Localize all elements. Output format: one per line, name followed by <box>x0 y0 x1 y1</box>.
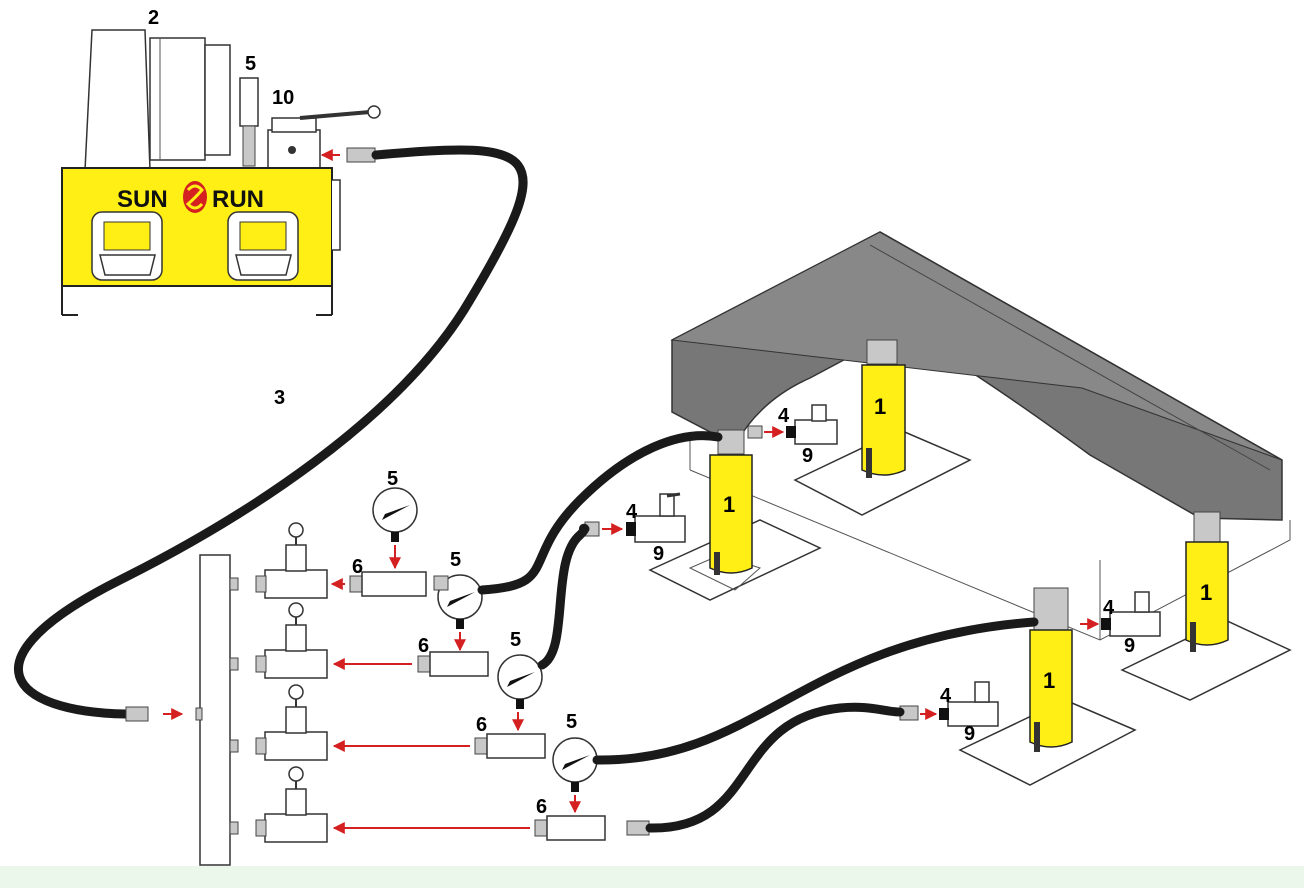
label-coupler-2: 6 <box>418 635 429 657</box>
label-coupler-3: 6 <box>476 714 487 736</box>
label-jack-coupler-2: 4 <box>778 405 790 427</box>
jack-valve-3[interactable] <box>1080 592 1160 636</box>
coupler-1[interactable] <box>332 572 426 596</box>
hose-to-jack-4 <box>627 707 900 835</box>
gauge-3 <box>553 738 597 812</box>
coupler-4[interactable] <box>334 816 605 840</box>
label-main-hose: 3 <box>274 387 285 409</box>
manifold-valve-4[interactable] <box>230 767 327 842</box>
gauge-2 <box>498 655 542 730</box>
coupler-3[interactable] <box>334 734 545 758</box>
gauge-1 <box>434 575 482 650</box>
pump-handle-right-icon[interactable] <box>228 212 298 280</box>
manifold-valve-3[interactable] <box>230 685 327 760</box>
reservoir-tank <box>85 30 230 170</box>
brand-right: RUN <box>212 186 264 213</box>
sunrun-logo-icon <box>183 181 207 213</box>
pump-unit: SUN RUN <box>62 30 380 315</box>
label-coupler-1: 6 <box>352 556 363 578</box>
gauge-top <box>373 488 417 568</box>
label-jack-4: 1 <box>1200 580 1212 605</box>
brand-left: SUN <box>117 186 168 213</box>
label-jack-coupler-4: 4 <box>940 685 952 707</box>
label-jack-valve-2: 9 <box>802 445 813 467</box>
label-gauge-top: 5 <box>387 468 398 490</box>
label-gauge-2: 5 <box>510 629 521 651</box>
label-jack-2: 1 <box>874 394 886 419</box>
manifold <box>196 555 230 865</box>
coupler-2[interactable] <box>334 652 488 676</box>
label-pump-gauge: 5 <box>245 53 256 75</box>
label-jack-valve-3: 9 <box>1124 635 1135 657</box>
label-jack-1: 1 <box>723 492 735 517</box>
label-jack-coupler-3: 4 <box>1103 597 1115 619</box>
label-pump-valve: 10 <box>272 87 294 109</box>
label-jack-valve-4: 9 <box>964 723 975 745</box>
manifold-valve-2[interactable] <box>230 603 327 678</box>
pump-pressure-gauge <box>240 78 258 166</box>
label-jack-coupler-1: 4 <box>626 501 638 523</box>
label-jack-valve-1: 9 <box>653 543 664 565</box>
label-coupler-4: 6 <box>536 796 547 818</box>
label-reservoir: 2 <box>148 7 159 29</box>
manifold-valve-1[interactable] <box>230 523 327 598</box>
pump-handle-left-icon[interactable] <box>92 212 162 280</box>
label-gauge-3: 5 <box>566 711 577 733</box>
label-gauge-1: 5 <box>450 549 461 571</box>
bottom-band <box>0 866 1304 888</box>
label-jack-3: 1 <box>1043 668 1055 693</box>
